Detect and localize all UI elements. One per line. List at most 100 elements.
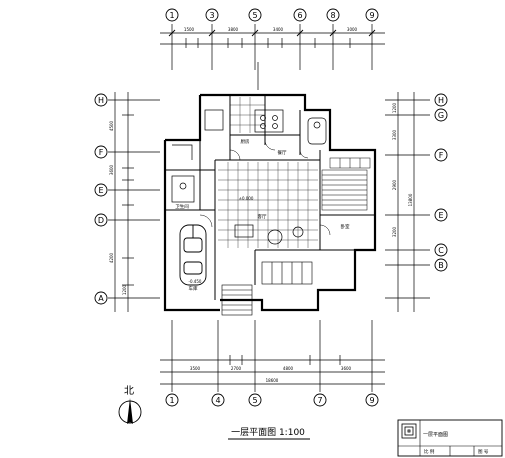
svg-text:H: H xyxy=(98,96,104,105)
svg-text:6: 6 xyxy=(297,11,302,20)
right-dimension-lines xyxy=(385,92,430,312)
scale-label: 一层平面图 1:100 xyxy=(231,427,305,438)
title-block-name: 一层平面图 xyxy=(423,432,448,438)
room-label-kitchen: 厨房 xyxy=(241,138,250,145)
axis-bubble-top-3: 3 xyxy=(205,8,219,22)
exterior-walls xyxy=(163,93,377,312)
room-label-garage: 车库 xyxy=(189,285,198,292)
svg-text:E: E xyxy=(98,186,103,195)
room-labels: 车库 客厅 厨房 餐厅 卧室 卫生间 ±0.000 -0.450 xyxy=(175,138,350,292)
room-label-dining: 餐厅 xyxy=(278,149,287,156)
svg-text:9: 9 xyxy=(369,396,374,405)
axis-bubble-left-F: F xyxy=(94,145,108,159)
svg-text:E: E xyxy=(438,211,443,220)
stairs xyxy=(221,261,313,316)
svg-text:C: C xyxy=(438,246,444,255)
north-label: 北 xyxy=(124,385,134,397)
axis-bubble-top-8: 8 xyxy=(326,8,340,22)
dim-left-3: 4200 xyxy=(109,252,114,263)
dim-bottom-4: 3600 xyxy=(341,366,352,371)
dim-left-4: 1200 xyxy=(122,284,127,295)
overall-width: 18600 xyxy=(266,378,279,383)
axis-bubble-right-E: E xyxy=(434,208,448,222)
interior-walls xyxy=(165,95,375,300)
right-axis-bubbles: H G F E C B xyxy=(434,93,448,272)
door-swings xyxy=(199,139,331,236)
axis-bubble-left-D: D xyxy=(94,213,108,227)
top-dimension-lines xyxy=(160,24,385,90)
svg-text:5: 5 xyxy=(252,11,257,20)
axis-bubble-right-B: B xyxy=(434,258,448,272)
axis-bubble-top-9: 9 xyxy=(365,8,379,22)
north-arrow: 北 xyxy=(118,385,142,424)
dim-left-2: 3600 xyxy=(109,164,114,175)
svg-text:G: G xyxy=(438,111,444,120)
dim-top-2: 3800 xyxy=(228,27,239,32)
dim-right-4: 3200 xyxy=(392,226,397,237)
svg-text:B: B xyxy=(438,261,444,270)
svg-text:D: D xyxy=(98,216,104,225)
bottom-axis-bubbles: 1 4 5 7 9 xyxy=(165,393,379,407)
axis-bubble-right-H: H xyxy=(434,93,448,107)
dim-bottom-3: 4800 xyxy=(283,366,294,371)
axis-bubble-left-A: A xyxy=(94,291,108,305)
room-label-bath: 卫生间 xyxy=(175,203,189,210)
right-dimension-texts: 1200 3300 2900 3200 13800 xyxy=(392,102,413,237)
bottom-dimension-texts: 3500 2700 4800 3600 18600 xyxy=(190,366,352,383)
axis-bubble-bottom-5: 5 xyxy=(248,393,262,407)
dim-top-3: 3400 xyxy=(273,27,284,32)
svg-text:F: F xyxy=(99,148,104,157)
dim-bottom-1: 3500 xyxy=(190,366,201,371)
axis-bubble-top-1: 1 xyxy=(165,8,179,22)
axis-bubble-bottom-1: 1 xyxy=(165,393,179,407)
left-dimension-lines xyxy=(108,92,160,312)
floor-tile-grid xyxy=(218,97,318,248)
svg-text:1: 1 xyxy=(169,11,174,20)
overall-height: 13800 xyxy=(408,193,413,206)
title-block-number: 图 号 xyxy=(478,449,489,455)
axis-bubble-left-H: H xyxy=(94,93,108,107)
axis-bubble-bottom-4: 4 xyxy=(211,393,225,407)
dim-left-1: 4500 xyxy=(109,120,114,131)
furniture-symbols xyxy=(171,109,327,245)
svg-text:9: 9 xyxy=(369,11,374,20)
car-symbol xyxy=(179,224,207,286)
title-block-scale: 比 例 xyxy=(424,448,435,455)
dim-top-1: 1500 xyxy=(184,27,195,32)
bottom-dimension-lines xyxy=(160,320,385,392)
left-axis-bubbles: H F E D A xyxy=(94,93,108,305)
axis-bubble-right-F: F xyxy=(434,148,448,162)
svg-text:8: 8 xyxy=(330,11,335,20)
axis-bubble-left-E: E xyxy=(94,183,108,197)
axis-bubble-bottom-7: 7 xyxy=(313,393,327,407)
svg-text:A: A xyxy=(98,294,104,303)
dim-bottom-2: 2700 xyxy=(231,366,242,371)
dim-right-1: 1200 xyxy=(392,102,397,113)
axis-bubble-right-G: G xyxy=(434,108,448,122)
logo-mark xyxy=(401,423,417,439)
drawing-title: 一层平面图 1:100 xyxy=(228,427,310,440)
axis-bubble-right-C: C xyxy=(434,243,448,257)
room-hatching xyxy=(321,157,371,211)
svg-text:F: F xyxy=(439,151,444,160)
dim-top-4: 3000 xyxy=(347,27,358,32)
svg-text:3: 3 xyxy=(209,11,214,20)
svg-text:7: 7 xyxy=(317,396,322,405)
room-label-bedroom: 卧室 xyxy=(341,223,350,230)
title-block: 一层平面图 比 例 图 号 xyxy=(397,419,503,457)
axis-bubble-bottom-9: 9 xyxy=(365,393,379,407)
top-dimension-texts: 1500 3800 3400 3000 xyxy=(184,27,358,32)
dim-right-2: 3300 xyxy=(392,129,397,140)
left-dimension-texts: 4500 3600 4200 1200 xyxy=(109,120,127,295)
axis-bubble-top-5: 5 xyxy=(248,8,262,22)
svg-text:1: 1 xyxy=(169,396,174,405)
top-dimension-ticks xyxy=(168,29,376,37)
elevation-garage: -0.450 xyxy=(189,279,202,284)
svg-text:H: H xyxy=(438,96,444,105)
svg-text:5: 5 xyxy=(252,396,257,405)
room-label-living: 客厅 xyxy=(258,213,267,220)
axis-bubble-top-6: 6 xyxy=(293,8,307,22)
elevation-main: ±0.000 xyxy=(239,196,254,201)
top-axis-bubbles: 1 3 5 6 8 9 xyxy=(165,8,379,22)
